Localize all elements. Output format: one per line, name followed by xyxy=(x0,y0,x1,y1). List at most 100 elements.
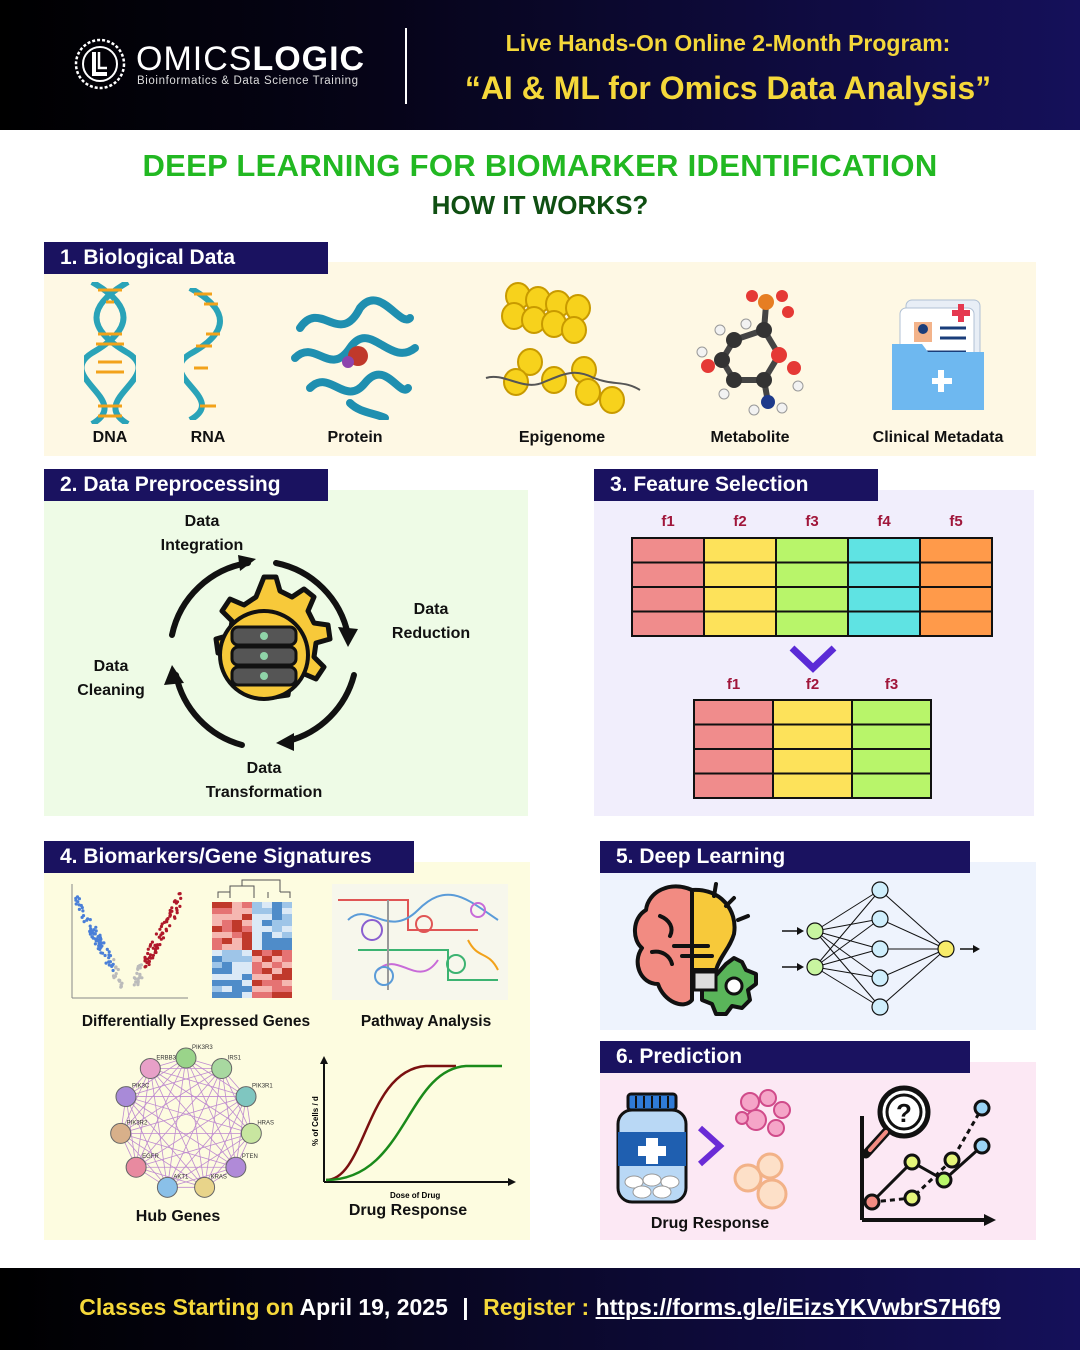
heatmap-cell xyxy=(272,920,282,926)
heatmap-cell xyxy=(242,986,252,992)
gene-node xyxy=(235,1086,257,1108)
heatmap-cell xyxy=(222,962,232,968)
volcano-point xyxy=(173,916,177,920)
volcano-point xyxy=(168,924,172,928)
feature-all-cell xyxy=(919,586,993,613)
volcano-point xyxy=(99,941,103,945)
volcano-point xyxy=(112,958,116,962)
preprocessing-gear-icon xyxy=(164,555,358,751)
volcano-point xyxy=(134,980,138,984)
gene-node xyxy=(110,1122,132,1144)
volcano-point xyxy=(161,936,166,940)
volcano-point xyxy=(165,919,169,923)
volcano-point xyxy=(170,906,174,910)
volcano-point xyxy=(174,906,179,910)
gene-node xyxy=(125,1156,147,1178)
page-subtitle: HOW IT WORKS? xyxy=(431,190,649,220)
brand-tagline: Bioinformatics & Data Science Training xyxy=(137,75,359,87)
volcano-point xyxy=(105,947,109,951)
heatmap-cell xyxy=(212,950,222,956)
page-title: DEEP LEARNING FOR BIOMARKER IDENTIFICATI… xyxy=(142,148,938,183)
gene-label: KRAS xyxy=(211,1174,227,1180)
volcano-point xyxy=(140,976,144,980)
volcano-point xyxy=(178,892,182,896)
heatmap-cell xyxy=(222,902,232,908)
heatmap-cell xyxy=(262,920,272,926)
clinical-folder-icon xyxy=(892,299,984,410)
curve-y-label: % of Cells / d xyxy=(311,1096,320,1146)
volcano-point xyxy=(172,900,176,904)
volcano-point xyxy=(136,977,140,981)
volcano-point xyxy=(85,918,89,922)
volcano-point xyxy=(91,936,95,940)
heatmap-cell xyxy=(282,968,292,974)
label-clinical-metadata: Clinical Metadata xyxy=(872,429,1004,446)
footer-banner: Classes Starting on April 19, 2025 | Reg… xyxy=(0,1268,1080,1350)
heatmap-cell xyxy=(212,914,222,920)
feature-all-cell xyxy=(919,610,993,637)
volcano-point xyxy=(138,974,142,978)
heatmap-cell xyxy=(272,962,282,968)
heatmap-cell xyxy=(232,908,242,914)
network-edge xyxy=(185,1057,252,1134)
heatmap-cell xyxy=(222,974,232,980)
step-data-cleaning: Data Cleaning xyxy=(60,655,162,703)
heatmap-cells xyxy=(212,902,292,998)
volcano-point xyxy=(138,966,142,970)
heatmap-cell xyxy=(262,992,272,998)
nn-node xyxy=(871,969,889,987)
drug-bottle-icon xyxy=(616,1092,688,1204)
feature-selected-cell xyxy=(851,723,932,750)
label-hub-genes: Hub Genes xyxy=(135,1208,221,1225)
heatmap-cell xyxy=(222,914,232,920)
heatmap-cell xyxy=(272,950,282,956)
feature-selected-header-f2: f2 xyxy=(806,676,819,693)
feature-all-header-f2: f2 xyxy=(733,513,746,530)
gene-node xyxy=(156,1176,178,1198)
step-cleaning-line2: Cleaning xyxy=(77,682,145,699)
volcano-point xyxy=(108,960,112,964)
dna-icon xyxy=(84,282,136,424)
register-label: Register : xyxy=(483,1294,590,1320)
heatmap-cell xyxy=(222,968,232,974)
heatmap-cell xyxy=(212,932,222,938)
volcano-point xyxy=(81,914,86,918)
heatmap-cell xyxy=(232,974,242,980)
nn-node xyxy=(871,940,889,958)
heatmap-cell xyxy=(262,914,272,920)
volcano-point xyxy=(114,965,118,969)
pathway-map-icon xyxy=(332,884,508,1000)
heatmap-cell xyxy=(232,980,242,986)
register-link[interactable]: https://forms.gle/iEizsYKVwbrS7H6f9 xyxy=(595,1294,1001,1320)
network-nodes: PIK3R3IRS1PIK3R1HRASPTENKRASAKT1EGFRPIK3… xyxy=(110,1045,274,1198)
heatmap-cell xyxy=(222,986,232,992)
heatmap-cell xyxy=(252,908,262,914)
heatmap-cell xyxy=(252,968,262,974)
heatmap-cell xyxy=(212,944,222,950)
network-edge xyxy=(149,1068,168,1188)
section-label-deep-learning: 5. Deep Learning xyxy=(600,841,970,873)
heatmap-cell xyxy=(282,980,292,986)
volcano-point xyxy=(157,935,161,939)
start-date: April 19, 2025 xyxy=(299,1294,448,1320)
network-edge xyxy=(125,1096,252,1134)
volcano-point xyxy=(178,904,182,908)
feature-all-cell xyxy=(703,561,777,588)
heatmap-cell xyxy=(252,986,262,992)
classes-starting-label: Classes Starting on xyxy=(79,1294,295,1320)
heatmap-cell xyxy=(232,950,242,956)
heatmap-cell xyxy=(222,938,232,944)
nn-edge xyxy=(814,889,881,932)
volcano-point xyxy=(138,963,142,968)
volcano-point xyxy=(162,920,167,924)
heatmap-cell xyxy=(242,938,252,944)
feature-all-header-f4: f4 xyxy=(877,513,891,530)
heatmap-cell xyxy=(222,926,232,932)
gene-node xyxy=(139,1057,161,1079)
heatmap-cell xyxy=(252,962,262,968)
nn-edge xyxy=(814,918,881,932)
feature-selected-cell xyxy=(693,748,774,775)
heatmap-cell xyxy=(252,920,262,926)
nn-node xyxy=(806,922,824,940)
volcano-point xyxy=(94,939,98,943)
